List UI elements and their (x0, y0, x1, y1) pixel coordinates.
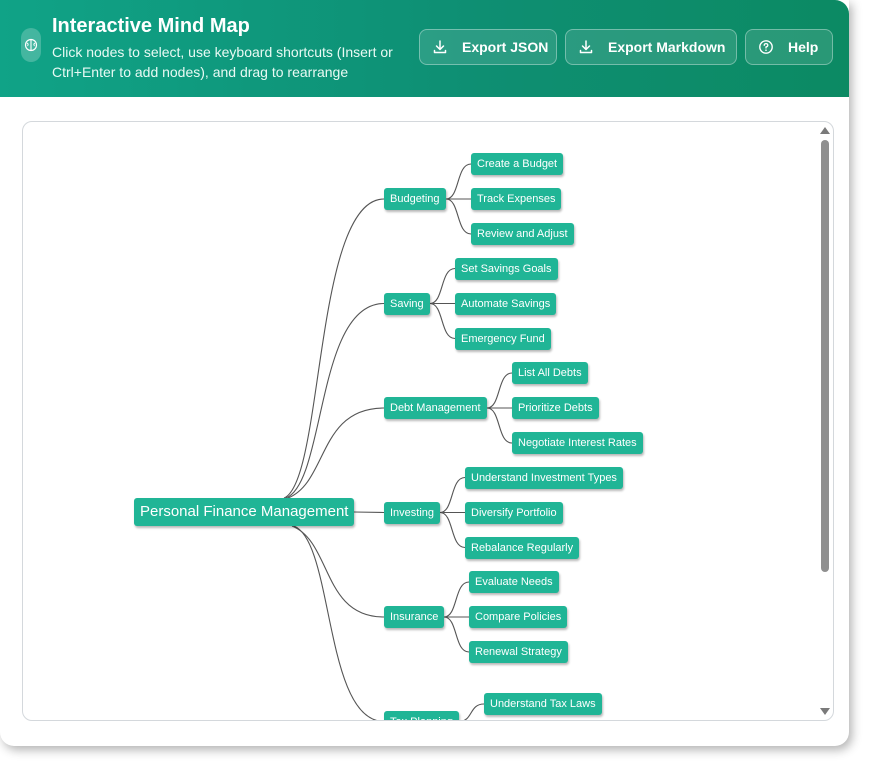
export-markdown-button[interactable]: Export Markdown (565, 29, 737, 65)
app-header: Interactive Mind Map Click nodes to sele… (0, 0, 849, 97)
leaf-node[interactable]: Compare Policies (469, 606, 567, 628)
branch-node[interactable]: Insurance (384, 606, 444, 628)
leaf-node[interactable]: Diversify Portfolio (465, 502, 563, 524)
branch-node[interactable]: Investing (384, 502, 440, 524)
mindmap-canvas[interactable]: Personal Finance Management Budgeting Crea… (22, 121, 834, 721)
leaf-node[interactable]: Understand Investment Types (465, 467, 623, 489)
help-circle-icon (758, 39, 774, 55)
scrollbar-thumb[interactable] (821, 140, 829, 572)
leaf-node[interactable]: Create a Budget (471, 153, 563, 175)
leaf-node[interactable]: Review and Adjust (471, 223, 574, 245)
vertical-scrollbar[interactable] (818, 122, 832, 720)
app-window: Interactive Mind Map Click nodes to sele… (0, 0, 849, 746)
leaf-node[interactable]: Track Expenses (471, 188, 561, 210)
leaf-node[interactable]: List All Debts (512, 362, 588, 384)
leaf-node[interactable]: Emergency Fund (455, 328, 551, 350)
branch-node[interactable]: Saving (384, 293, 430, 315)
leaf-node[interactable]: Negotiate Interest Rates (512, 432, 643, 454)
branch-node[interactable]: Budgeting (384, 188, 446, 210)
download-icon (432, 39, 448, 55)
leaf-node[interactable]: Evaluate Needs (469, 571, 559, 593)
branch-node[interactable]: Debt Management (384, 397, 487, 419)
root-node[interactable]: Personal Finance Management (134, 498, 354, 526)
brain-icon (21, 28, 41, 62)
branch-node[interactable]: Tax Planning (384, 711, 459, 722)
leaf-node[interactable]: Rebalance Regularly (465, 537, 579, 559)
export-markdown-label: Export Markdown (608, 39, 725, 55)
page-title: Interactive Mind Map (52, 15, 250, 38)
export-json-label: Export JSON (462, 39, 548, 55)
scroll-up-arrow-icon[interactable] (820, 127, 830, 134)
leaf-node[interactable]: Set Savings Goals (455, 258, 558, 280)
leaf-node[interactable]: Automate Savings (455, 293, 556, 315)
download-icon (578, 39, 594, 55)
scroll-down-arrow-icon[interactable] (820, 708, 830, 715)
help-label: Help (788, 39, 818, 55)
node-layer: Personal Finance Management Budgeting Crea… (23, 122, 818, 720)
export-json-button[interactable]: Export JSON (419, 29, 557, 65)
page-subtitle: Click nodes to select, use keyboard shor… (52, 42, 402, 82)
leaf-node[interactable]: Understand Tax Laws (484, 693, 602, 715)
leaf-node[interactable]: Renewal Strategy (469, 641, 568, 663)
leaf-node[interactable]: Prioritize Debts (512, 397, 599, 419)
help-button[interactable]: Help (745, 29, 833, 65)
